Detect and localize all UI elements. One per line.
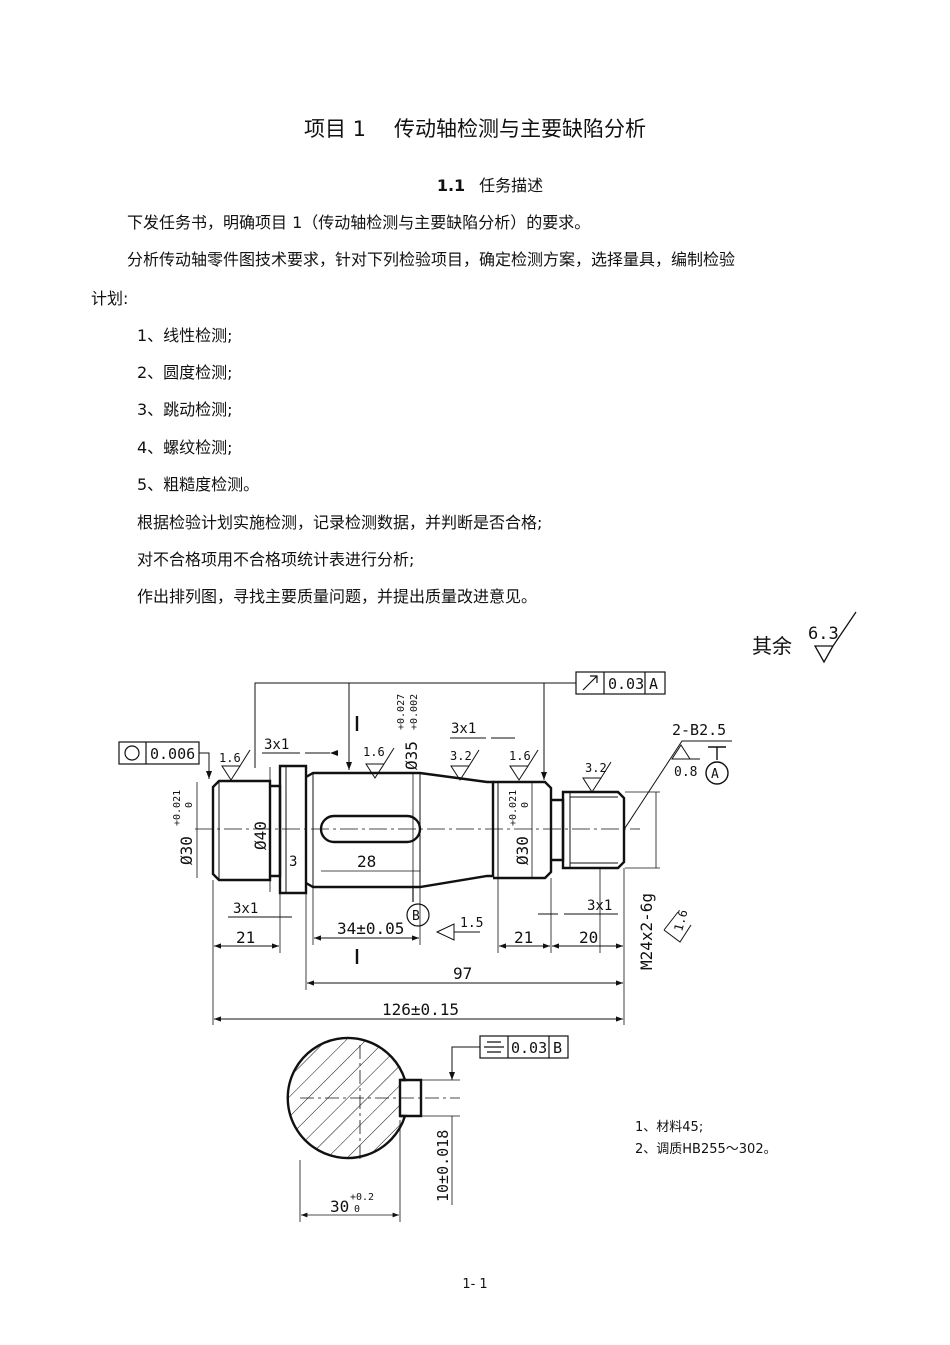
cross-section bbox=[286, 1036, 460, 1160]
dia-30-label: Ø30 bbox=[513, 836, 532, 865]
keyway-length: 28 bbox=[357, 852, 376, 871]
title-prefix: 项目 1 bbox=[303, 117, 367, 141]
shaft-outline bbox=[211, 764, 626, 895]
shaft-drawing: 其余 6.3 0.03 A bbox=[0, 600, 950, 1250]
section-tol-upper: +0.2 bbox=[350, 1192, 374, 1203]
analysis-line-1: 分析传动轴零件图技术要求，针对下列检验项目，确定检测方案，选择量具，编制检验 bbox=[127, 250, 736, 269]
runout-arrow-icon bbox=[582, 675, 598, 691]
list-item: 5、粗糙度检测。 bbox=[137, 475, 260, 494]
roughness-value: 1.6 bbox=[363, 745, 385, 759]
dimension-lines bbox=[214, 935, 623, 1022]
note-line: 2、调质HB255～302。 bbox=[635, 1142, 777, 1157]
dim-21-left: 21 bbox=[236, 928, 255, 947]
dim-126: 126±0.15 bbox=[382, 1000, 459, 1019]
dia-30-right: Ø30 +0.021 0 bbox=[508, 783, 533, 877]
key-width: 10±0.018 bbox=[434, 1130, 452, 1202]
section-heading: 1.1 任务描述 bbox=[0, 172, 950, 196]
runout-leaders bbox=[254, 682, 576, 780]
page-number: 1- 1 bbox=[462, 1277, 488, 1292]
list-item: 1、线性检测; bbox=[137, 326, 233, 345]
symmetry-datum: B bbox=[553, 1039, 562, 1057]
groove-label: 3x1 bbox=[451, 721, 476, 737]
roughness-marks bbox=[221, 744, 700, 943]
list-item: 2、圆度检测; bbox=[137, 363, 233, 382]
page-title: 项目 1 传动轴检测与主要缺陷分析 bbox=[0, 113, 950, 143]
step-paragraph: 根据检验计划实施检测，记录检测数据，并判断是否合格; bbox=[137, 513, 543, 532]
datum-b-symbol bbox=[406, 888, 430, 927]
roughness-value: 1.6 bbox=[219, 751, 241, 765]
dia-30-label: Ø30 bbox=[177, 836, 196, 865]
list-item: 3、跳动检测; bbox=[137, 400, 233, 419]
tol-upper: +0.021 bbox=[508, 790, 519, 826]
note-line: 1、材料45; bbox=[635, 1120, 703, 1135]
datum-a-symbol bbox=[705, 746, 729, 785]
section-number: 1.1 bbox=[436, 176, 466, 195]
dia-30-left: Ø30 +0.021 0 bbox=[172, 782, 198, 878]
section-tol-lower: 0 bbox=[354, 1204, 360, 1215]
dim-34: 34±0.05 bbox=[337, 919, 404, 938]
key-width-dims bbox=[299, 1079, 460, 1222]
roughness-value: 1.6 bbox=[671, 908, 690, 933]
runout-tolerance: 0.03 bbox=[608, 675, 644, 693]
dia-35-label: Ø35 bbox=[402, 741, 421, 770]
groove-dim-lines bbox=[228, 737, 618, 918]
datum-b-label: B bbox=[412, 909, 420, 924]
datum-a-label: A bbox=[711, 767, 719, 782]
thread-label: M24x2-6g bbox=[637, 893, 656, 970]
roughness-value: 3.2 bbox=[585, 761, 607, 775]
extension-lines bbox=[212, 868, 625, 1025]
symmetry-icon bbox=[484, 1041, 504, 1053]
chamfer-label: 2-B2.5 bbox=[672, 721, 726, 739]
section-dia: 30 bbox=[330, 1197, 349, 1216]
chamfer-leader bbox=[624, 740, 732, 829]
shoulder-width: 3 bbox=[289, 854, 297, 870]
tol-lower: 0 bbox=[184, 802, 195, 808]
roughness-value: 1.6 bbox=[509, 749, 531, 763]
runout-frame: 0.03 A bbox=[575, 671, 666, 695]
thread-dim-lines bbox=[625, 791, 660, 869]
dim-21-right: 21 bbox=[514, 928, 533, 947]
step-paragraph: 作出排列图，寻找主要质量问题，并提出质量改进意见。 bbox=[137, 587, 538, 606]
shaft-drawing-svg: 其余 6.3 0.03 A bbox=[118, 611, 857, 1222]
tol-upper: +0.021 bbox=[172, 790, 183, 826]
rest-roughness-value: 6.3 bbox=[808, 624, 839, 644]
section-title: 任务描述 bbox=[479, 176, 544, 195]
rest-roughness-label: 其余 bbox=[752, 634, 792, 658]
runout-datum: A bbox=[649, 675, 658, 693]
roughness-symbol bbox=[813, 611, 857, 664]
groove-label: 3x1 bbox=[264, 737, 289, 753]
intro-paragraph: 下发任务书，明确项目 1（传动轴检测与主要缺陷分析）的要求。 bbox=[127, 213, 591, 232]
tol-lower: +0.002 bbox=[409, 694, 420, 730]
tol-upper: +0.027 bbox=[396, 694, 407, 730]
symmetry-tolerance: 0.03 bbox=[511, 1039, 547, 1057]
dim-97: 97 bbox=[453, 964, 472, 983]
roughness-value: 3.2 bbox=[450, 749, 472, 763]
step-paragraph: 对不合格项用不合格项统计表进行分析; bbox=[137, 550, 415, 569]
roundness-frame: 0.006 bbox=[118, 741, 212, 779]
title-main: 传动轴检测与主要缺陷分析 bbox=[394, 117, 647, 141]
dia-35: Ø35 +0.027 +0.002 bbox=[396, 694, 421, 887]
analysis-line-2: 计划: bbox=[91, 289, 129, 308]
dim-20: 20 bbox=[579, 928, 598, 947]
roughness-value: 0.8 bbox=[674, 765, 697, 780]
roundness-icon bbox=[124, 745, 140, 761]
dia-40-label: Ø40 bbox=[251, 821, 270, 850]
groove-label: 3x1 bbox=[233, 901, 258, 917]
tol-lower: 0 bbox=[520, 802, 531, 808]
roughness-value: 1.5 bbox=[460, 916, 483, 931]
roundness-tolerance: 0.006 bbox=[150, 745, 195, 763]
symmetry-frame: 0.03 B bbox=[449, 1035, 569, 1080]
list-item: 4、螺纹检测; bbox=[137, 438, 233, 457]
